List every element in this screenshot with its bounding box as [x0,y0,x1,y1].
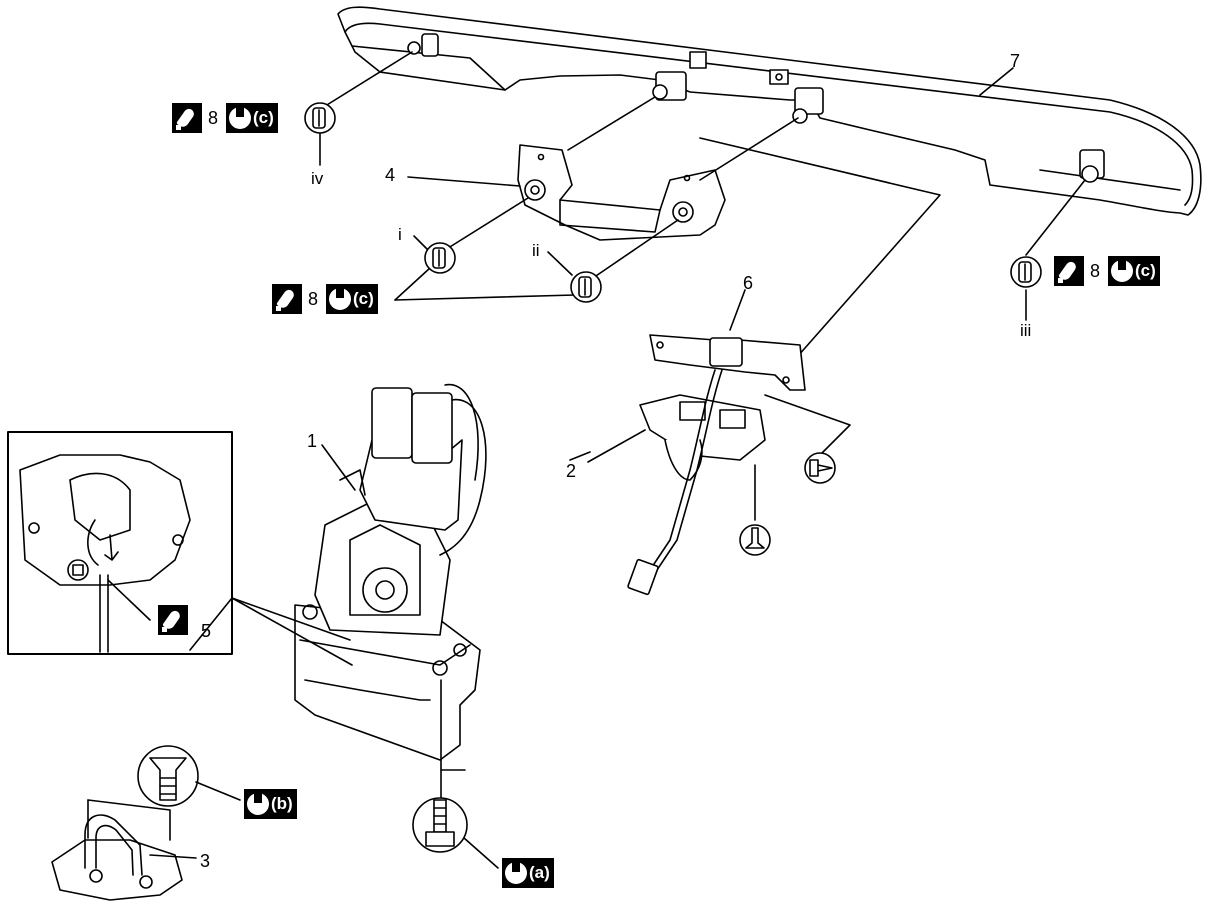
leader-4 [407,176,521,187]
bolt-icon [137,745,199,807]
roman-iv: iv [311,169,324,188]
torque-wrench-icon: (c) [1108,256,1160,286]
grease-marker-5 [158,605,188,635]
callout-1: 1 [307,431,318,451]
assembly-guide-line [699,137,941,366]
callout-4: 4 [385,165,396,185]
grease-icon [158,605,188,635]
clip-icon [424,242,456,274]
screw-icon [804,452,836,484]
callout-2: 2 [566,461,577,481]
callout-7: 7 [1010,51,1021,71]
callout-8: 8 [308,288,319,309]
callout-6: 6 [743,273,754,293]
leader-3 [149,854,197,859]
callout-5: 5 [201,621,212,641]
torque-spec-b: (b) [244,789,297,819]
bolt-icon [412,797,468,853]
grease-icon [1054,256,1084,286]
clip-icon [1010,256,1042,288]
spec-group-i-ii: 8 (c) [272,284,378,314]
torque-wrench-icon: (c) [326,284,378,314]
bracket-part-6 [649,334,806,391]
clip-icon [304,102,336,134]
switch-part-2 [627,369,766,596]
grease-icon [272,284,302,314]
spec-group-iii: 8 (c) [1054,256,1160,286]
callout-8: 8 [208,107,219,128]
torque-wrench-icon: (b) [244,789,297,819]
callout-3: 3 [200,851,211,871]
roman-i: i [398,225,402,244]
garnish-part-7 [337,6,1202,216]
inset-detail-view [7,431,233,655]
torque-wrench-icon: (c) [226,103,278,133]
torque-wrench-icon: (a) [502,858,554,888]
roman-ii: ii [532,241,540,260]
screw-icon [739,524,771,556]
striker-part-3 [51,799,183,901]
clip-icon [570,271,602,303]
lock-actuator-part-1 [294,383,487,761]
torque-spec-a: (a) [502,858,554,888]
callout-8: 8 [1090,260,1101,281]
leader-1 [321,444,356,491]
handle-part-4 [517,144,726,241]
grease-icon [172,103,202,133]
roman-iii: iii [1020,321,1032,340]
spec-group-iv: 8 (c) [172,103,278,133]
